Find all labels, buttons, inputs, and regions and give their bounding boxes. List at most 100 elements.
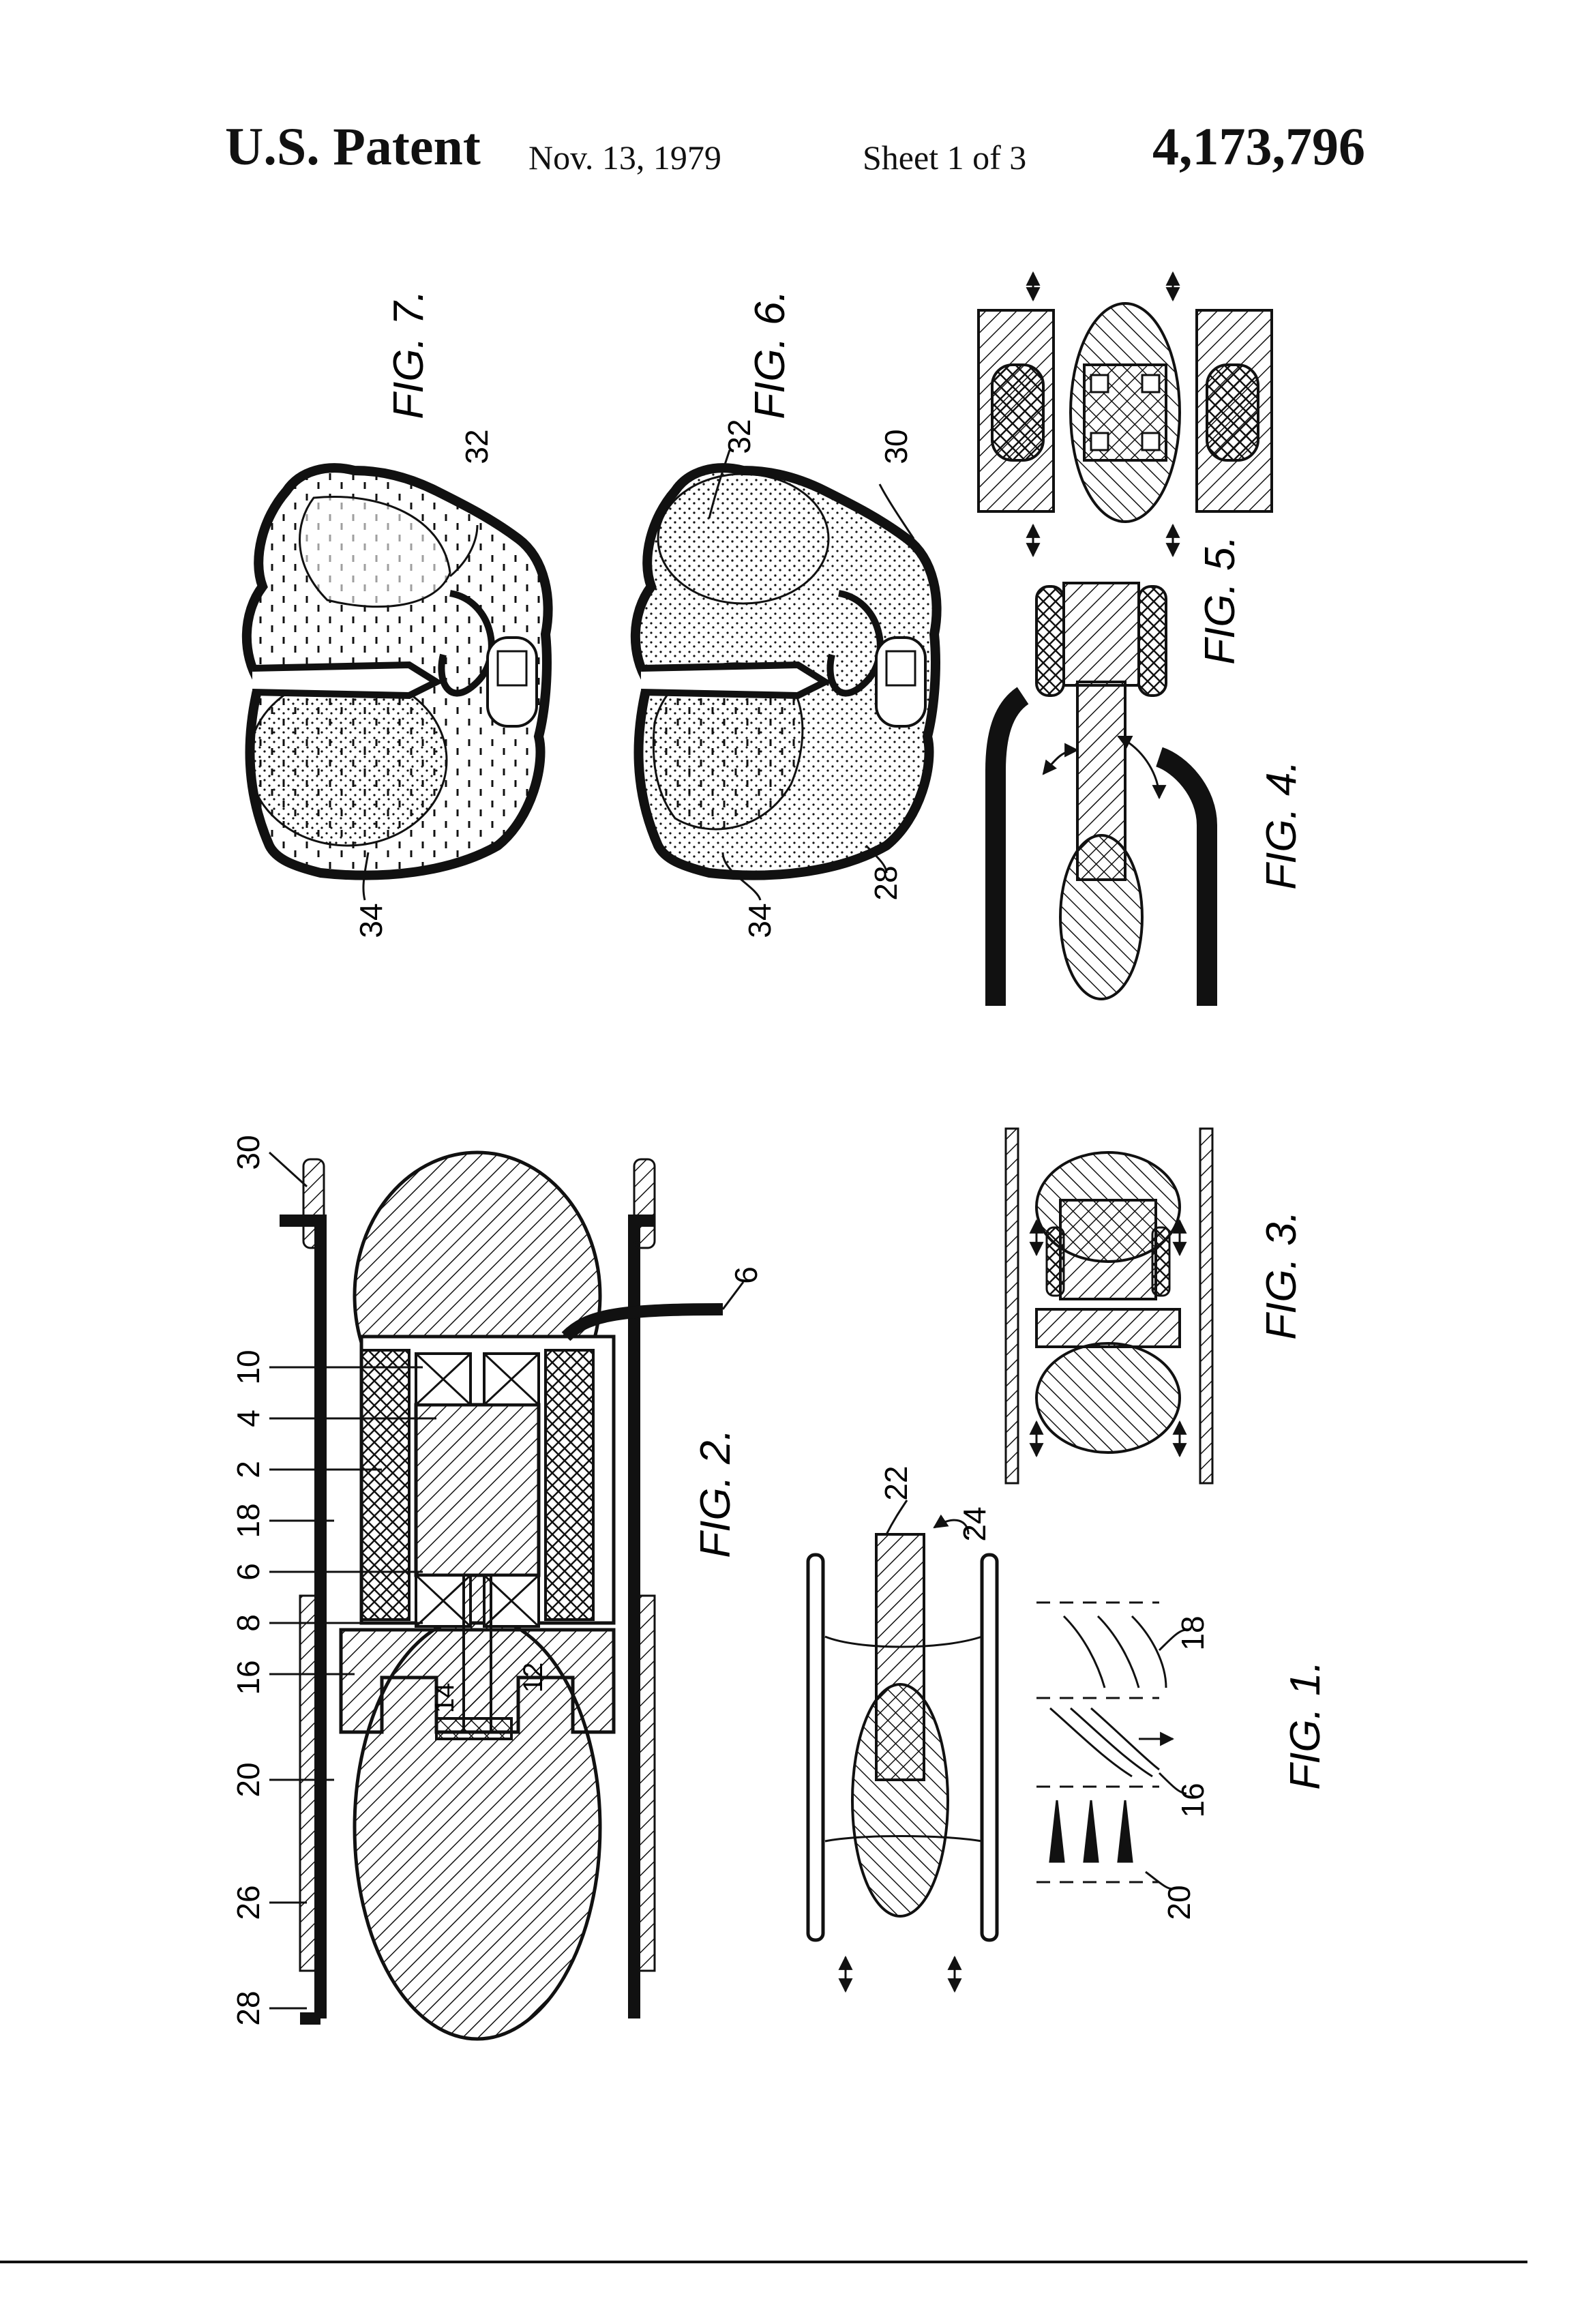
fig7-septum [252, 661, 444, 700]
figure-6: 34 28 30 32 FIG. 6. [630, 290, 942, 938]
fig4-vessel-top [985, 687, 1030, 1006]
fig7-ref-32: 32 [459, 429, 494, 464]
fig2-ref-6b: 6 [728, 1266, 764, 1284]
fig1-ref-24: 24 [957, 1506, 992, 1541]
fig5-bearing-1 [1090, 374, 1109, 393]
fig6-pump-core [885, 650, 916, 687]
fig7-chamber-32 [299, 496, 451, 608]
fig2-ref-2: 2 [230, 1461, 266, 1478]
fig4-caption: FIG. 4. [1258, 760, 1305, 889]
bottom-rule [0, 2261, 1527, 2263]
fig2-caption: FIG. 2. [692, 1429, 739, 1558]
fig2-coil-top [360, 1349, 411, 1621]
fig2-cuff-28 [634, 1594, 656, 1972]
fig1-leader-16 [1158, 1772, 1187, 1795]
fig1-vessel-top [806, 1553, 825, 1942]
fig7-pump-core [496, 650, 528, 687]
fig5-bearing-4 [1141, 432, 1161, 451]
fig4-coil-top [1035, 585, 1065, 697]
fig6-leader-30 [878, 483, 915, 539]
fig2-bearing-10b-x [483, 1352, 540, 1406]
sheet-number: Sheet 1 of 3 [863, 138, 1027, 177]
fig2-leaders [268, 1151, 745, 2010]
fig7-chamber-34 [248, 674, 448, 847]
fig2-bearing-8b-x [483, 1574, 540, 1628]
patent-number: 4,173,796 [1152, 117, 1365, 176]
fig1-shaft [875, 1533, 925, 1781]
fig5-coil-bottom [1206, 363, 1259, 462]
fig6-caption: FIG. 6. [747, 290, 794, 419]
figure-2: 10 4 2 18 6 8 16 20 26 28 30 12 14 6 FIG… [230, 1135, 764, 2041]
fig6-leader-34 [721, 852, 762, 901]
fig3-hub-rear [1035, 1342, 1181, 1454]
fig2-bearing-10a-x [415, 1352, 472, 1406]
fig3-impeller [1035, 1308, 1181, 1348]
fig1-flow-arrows [838, 1514, 1175, 1993]
fig2-ref-18: 18 [230, 1503, 266, 1538]
fig6-leader-32 [708, 449, 731, 519]
fig4-vessel-bottom [1155, 747, 1217, 1006]
figure-7: 34 32 FIG. 7. [241, 290, 553, 938]
fig3-vessel-top [1004, 1127, 1019, 1485]
fig2-cable-6 [561, 1303, 723, 1341]
fig1-leader-20 [1145, 1871, 1174, 1890]
fig5-caption: FIG. 5. [1197, 535, 1244, 664]
figure-1: 18 16 20 22 24 FIG. 1. [806, 1465, 1329, 1993]
fig2-ref-16: 16 [230, 1660, 266, 1695]
fig5-coil-top [991, 363, 1045, 462]
fig6-septum [640, 661, 833, 700]
fig3-coil-top [1045, 1226, 1065, 1297]
fig1-leader-18 [1158, 1628, 1187, 1652]
fig2-cuff-26 [299, 1594, 320, 1972]
fig3-flow-arrows [1029, 1219, 1187, 1458]
fig2-ref-28: 28 [230, 1991, 266, 2025]
fig7-caption: FIG. 7. [385, 290, 432, 419]
fig1-caption: FIG. 1. [1282, 1660, 1329, 1789]
fig3-caption: FIG. 3. [1258, 1210, 1305, 1339]
fig3-rotor [1059, 1199, 1157, 1300]
fig5-bearing-3 [1090, 432, 1109, 451]
fig2-ref-20: 20 [230, 1762, 266, 1797]
fig1-leader-22 [885, 1500, 908, 1535]
fig7-leader-34 [362, 852, 370, 901]
fig2-ref-6a: 6 [230, 1563, 266, 1581]
figure-3: FIG. 3. [1004, 1127, 1305, 1485]
fig2-ref-26: 26 [230, 1885, 266, 1920]
fig1-ref-22: 22 [878, 1465, 914, 1500]
fig2-cuff-30 [302, 1158, 325, 1249]
fig5-bearing-2 [1141, 374, 1161, 393]
fig1-blade-row [824, 1635, 983, 1843]
fig1-ref-20: 20 [1161, 1885, 1197, 1920]
fig4-shaft [1076, 681, 1126, 881]
fig7-leader-32 [449, 524, 479, 578]
fig2-cuff-30b [633, 1158, 656, 1249]
fig2-impeller-12 [339, 1628, 616, 1734]
fig2-ref-14: 14 [430, 1683, 460, 1714]
fig3-coil-bottom [1151, 1226, 1171, 1297]
fig4-rotor [1062, 582, 1140, 687]
figure-4: FIG. 4. [985, 582, 1305, 1006]
fig1-vessel-bottom [980, 1553, 999, 1942]
fig6-ref-32: 32 [721, 419, 757, 453]
figure-5: FIG. 5. [977, 271, 1273, 665]
patent-date: Nov. 13, 1979 [528, 138, 721, 177]
fig2-bearing-8a-x [415, 1574, 472, 1628]
fig1-ref-16: 16 [1175, 1783, 1210, 1817]
fig2-ref-12: 12 [518, 1663, 548, 1693]
fig2-rotor-4 [414, 1403, 541, 1577]
fig6-ref-28: 28 [868, 865, 904, 900]
fig2-ref-10: 10 [230, 1350, 266, 1384]
fig6-chamber-32 [657, 473, 830, 605]
fig5-flow-arrows [1026, 271, 1180, 558]
fig2-ref-4: 4 [230, 1410, 266, 1427]
fig1-blade-diagram [1036, 1601, 1167, 1883]
fig2-coil-bottom [544, 1349, 595, 1621]
fig2-ref-30: 30 [230, 1135, 266, 1170]
fig4-motion-arrows [1042, 735, 1167, 800]
fig6-leader-28 [865, 844, 888, 874]
fig2-magnet-14 [435, 1717, 513, 1740]
fig6-sac [826, 590, 884, 697]
fig6-ref-34: 34 [742, 903, 777, 938]
fig6-ref-30: 30 [878, 429, 914, 464]
